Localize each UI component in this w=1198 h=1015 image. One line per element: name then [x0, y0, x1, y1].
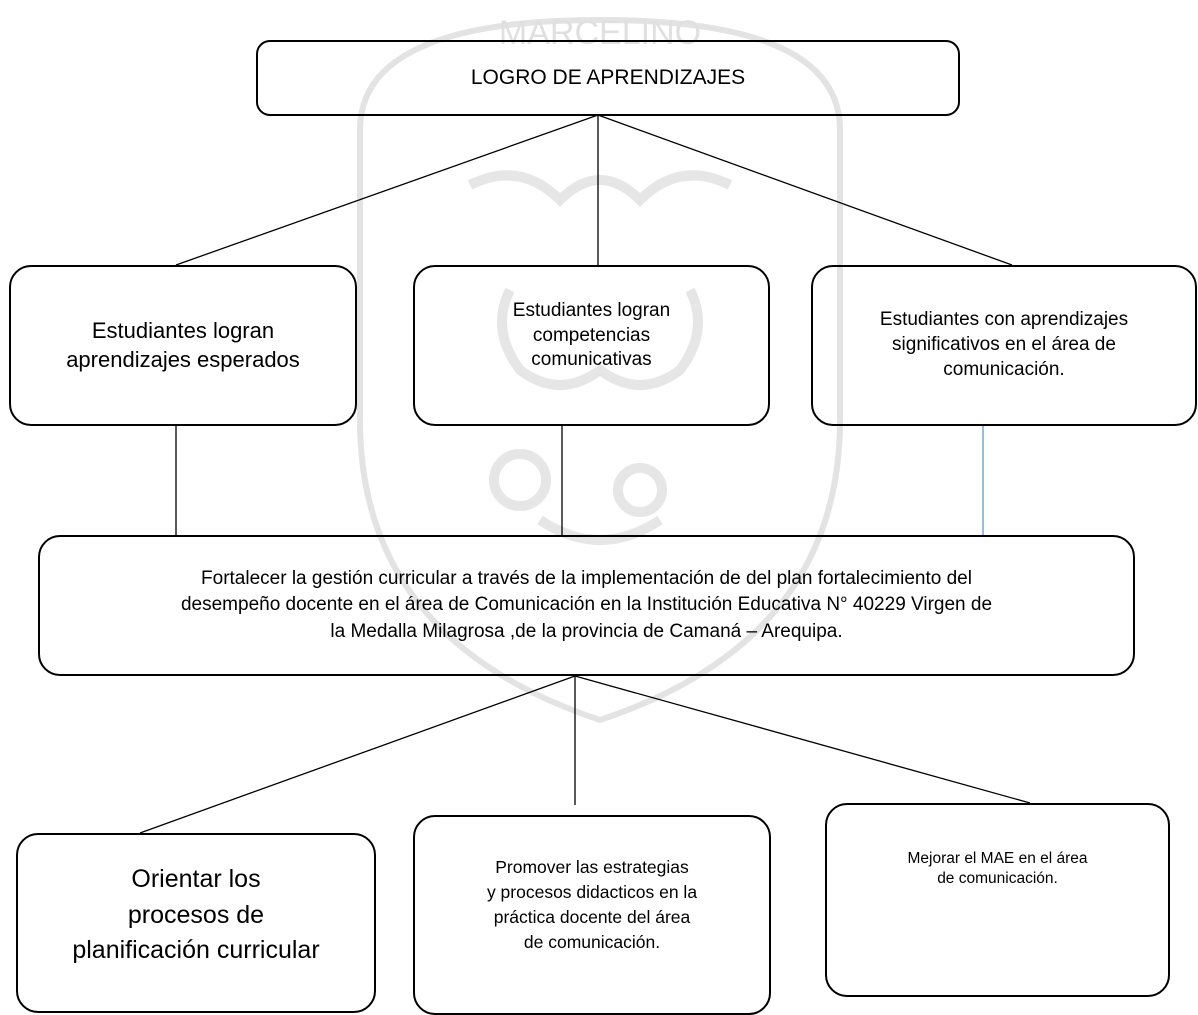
objective-node: Fortalecer la gestión curricular a travé…: [38, 535, 1135, 676]
root-node-label: LOGRO DE APRENDIZAJES: [470, 66, 746, 90]
root-node: LOGRO DE APRENDIZAJES: [256, 40, 960, 116]
connector-root-right: [597, 114, 1013, 266]
result-node-3: Estudiantes con aprendizajes significati…: [811, 265, 1197, 426]
result-node-1: Estudiantes logran aprendizajes esperado…: [9, 265, 357, 426]
result-node-2-label: Estudiantes logran competencias comunica…: [512, 300, 671, 371]
action-node-1: Orientar los procesos de planificación c…: [16, 833, 376, 1013]
objective-node-label: Fortalecer la gestión curricular a travé…: [180, 567, 993, 642]
connector-objective-left: [139, 675, 576, 834]
action-node-2-label: Promover las estrategias y procesos dida…: [486, 857, 698, 952]
connector-root-left: [175, 114, 599, 266]
result-node-1-label: Estudiantes logran aprendizajes esperado…: [66, 317, 300, 372]
action-node-2: Promover las estrategias y procesos dida…: [413, 815, 771, 1015]
result-node-2: Estudiantes logran competencias comunica…: [413, 265, 770, 426]
connector-objective-right: [574, 675, 1031, 804]
result-node-3-label: Estudiantes con aprendizajes significati…: [879, 309, 1129, 380]
watermark-top-text: MARCELINO: [499, 14, 701, 52]
action-node-3-label: Mejorar el MAE en el área de comunicació…: [907, 850, 1088, 888]
action-node-1-label: Orientar los procesos de planificación c…: [72, 865, 320, 964]
action-node-3: Mejorar el MAE en el área de comunicació…: [825, 803, 1170, 997]
